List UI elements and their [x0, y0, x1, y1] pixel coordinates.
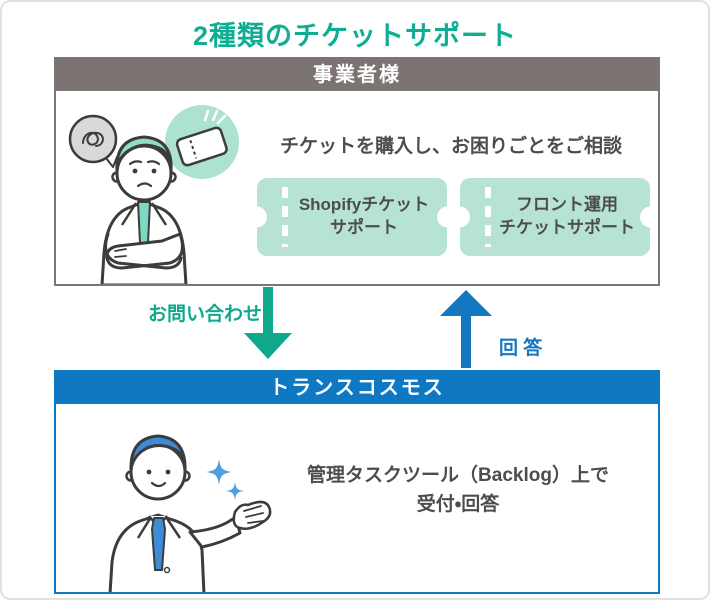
business-operator-panel: 事業者様 — [54, 57, 660, 286]
thought-bubble-icon — [68, 114, 118, 168]
ticket-label-line: フロント運用 — [516, 195, 618, 215]
ticket-label-line: チケットサポート — [499, 218, 635, 237]
ticket-notch — [449, 206, 470, 228]
ticket-perforation — [282, 187, 288, 247]
inquiry-arrowhead-icon — [244, 333, 292, 359]
top-panel-caption: チケットを購入し、お困りごとをご相談 — [279, 136, 622, 157]
ticket-perforation — [485, 187, 491, 247]
ticket-badge-icon — [165, 105, 239, 179]
transcosmos-body: 管理タスクツール（Backlog）上で 受付・回答 — [56, 404, 658, 592]
worried-businessman-illustration — [68, 105, 239, 284]
sparkles-icon — [206, 459, 244, 500]
smiling-support-staff-illustration — [108, 434, 272, 592]
bottom-caption-line2: 受付・回答 — [416, 493, 500, 515]
ticket-label: フロント運用 チケットサポート — [475, 194, 635, 240]
transcosmos-panel: トランスコスモス — [54, 370, 660, 594]
ticket-front-operation-support: フロント運用 チケットサポート — [449, 178, 658, 256]
ticket-label-line: サポート — [330, 218, 398, 237]
answer-arrow-up — [461, 315, 471, 368]
business-operator-body: チケットを購入し、お困りごとをご相談 Shopifyチケット サポート フロント… — [56, 91, 658, 284]
answer-arrowhead-icon — [440, 290, 492, 316]
answer-label: 回 答 — [499, 338, 543, 359]
ticket-label: Shopifyチケット サポート — [275, 194, 429, 240]
bottom-caption-line1: 管理タスクツール（Backlog）上で — [307, 465, 609, 486]
bottom-panel-caption: 管理タスクツール（Backlog）上で 受付・回答 — [262, 462, 654, 519]
ticket-notch — [246, 206, 267, 228]
ticket-shopify-support: Shopifyチケット サポート — [246, 178, 458, 256]
transcosmos-header: トランスコスモス — [56, 372, 658, 404]
inquiry-arrow-down — [263, 287, 273, 335]
ticket-notch — [640, 206, 658, 228]
business-operator-header: 事業者様 — [56, 59, 658, 91]
ticket-label-line: Shopifyチケット — [298, 195, 430, 215]
inquiry-label: お問い合わせ — [148, 304, 263, 325]
page-title: 2種類のチケットサポート — [192, 21, 517, 51]
